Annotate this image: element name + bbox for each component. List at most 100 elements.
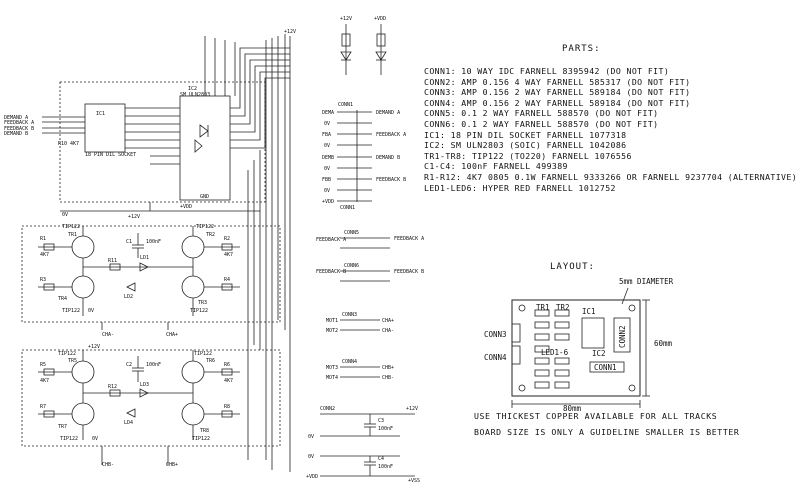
conn1-title: CONN1 xyxy=(338,102,353,108)
hba-tip3: TIP122 xyxy=(190,308,208,314)
hba-tip1: TIP122 xyxy=(62,224,80,230)
conn1-bottom: CONN1 xyxy=(340,205,355,211)
pwr-c3: C3 xyxy=(378,418,384,424)
parts-item: IC2: SM ULN2803 (SOIC) FARNELL 1042086 xyxy=(424,140,627,151)
input-feedback-b: FEEDBACK B xyxy=(4,126,34,132)
hba-r11: R11 xyxy=(108,258,117,264)
mot-a-conn: CONN3 xyxy=(342,312,357,318)
hbb-tr6: TR6 xyxy=(206,358,215,364)
layout-ic1: IC1 xyxy=(582,307,596,316)
parts-item: CONN2: AMP 0.156 4 WAY FARNELL 585317 (D… xyxy=(424,76,691,87)
pwr-right-3: 0V xyxy=(308,454,314,460)
hbb-chb-minus: CHB- xyxy=(102,462,114,468)
conn1-pin-9: +VDD xyxy=(322,199,334,205)
parts-item: CONN6: 0.1 2 WAY FARNELL 588570 (DO NOT … xyxy=(424,118,659,129)
hba-led2: LD2 xyxy=(124,294,133,300)
pwr-c4-val: 100nF xyxy=(378,464,393,470)
parts-item: R1-R12: 4K7 0805 0.1W FARNELL 9333266 OR… xyxy=(424,171,798,182)
hba-led1: LD1 xyxy=(140,255,149,261)
parts-item: LED1-LED6: HYPER RED FARNELL 1012752 xyxy=(424,182,616,193)
ic2-label: IC2 xyxy=(188,86,197,92)
parts-item: CONN4: AMP 0.156 2 WAY FARNELL 589184 (D… xyxy=(424,97,691,108)
fb-b-left: FEEDBACK B xyxy=(316,269,346,275)
hbb-r5: R5 xyxy=(40,362,46,368)
led-top-vdd: +VDD xyxy=(374,16,386,22)
hba-tr4: TR4 xyxy=(58,296,67,302)
layout-conn1: CONN1 xyxy=(594,363,617,372)
layout-note-copper: USE THICKEST COPPER AVAILABLE FOR ALL TR… xyxy=(474,411,718,421)
hba-cha-minus: CHA- xyxy=(102,332,114,338)
conn1-pin-7: FBB xyxy=(322,177,331,183)
parts-item: TR1-TR8: TIP122 (TO220) FARNELL 1076556 xyxy=(424,150,632,161)
hbb-tip8: TIP122 xyxy=(192,436,210,442)
input-demand-b: DEMAND B xyxy=(4,131,28,137)
mot-a-r1: CHA+ xyxy=(382,318,394,324)
hbb-tr7: TR7 xyxy=(58,424,67,430)
conn1-pin-1: DEMA xyxy=(322,110,334,116)
parts-item: CONN1: 10 WAY IDC FARNELL 8395942 (DO NO… xyxy=(424,66,670,76)
hbb-12v: +12V xyxy=(88,344,100,350)
hba-0v: 0V xyxy=(88,308,94,314)
conn1-right-5: DEMAND B xyxy=(376,155,400,161)
mot-b-conn: CONN4 xyxy=(342,359,357,365)
conn1-pin-4: 0V xyxy=(324,143,330,149)
hbb-c2-val: 100nF xyxy=(146,362,161,368)
hba-tr2: TR2 xyxy=(206,232,215,238)
ic1-label: IC1 xyxy=(96,111,105,117)
pwr-conn: CONN2 xyxy=(320,406,335,412)
layout-conn3: CONN3 xyxy=(484,330,507,339)
hbb-tip6: TIP122 xyxy=(194,351,212,357)
conn1-right-7: FEEDBACK B xyxy=(376,177,406,183)
hba-cha-plus: CHA+ xyxy=(166,332,178,338)
input-demand-a: DEMAND A xyxy=(4,115,28,121)
layout-tr1: TR1 xyxy=(536,303,550,312)
hbb-r7: R7 xyxy=(40,404,46,410)
hbb-r6: R6 xyxy=(224,362,230,368)
fb-a-right: FEEDBACK A xyxy=(394,236,424,242)
ic1-socket-label: 18 PIN DIL SOCKET xyxy=(85,152,136,158)
pwr-right-4: +VDD xyxy=(306,474,318,480)
layout-conn4: CONN4 xyxy=(484,353,507,362)
rail-12v-label: +12V xyxy=(284,29,296,35)
hba-r3: R3 xyxy=(40,277,46,283)
pwr-c4: C4 xyxy=(378,456,384,462)
input-feedback-a: FEEDBACK A xyxy=(4,120,34,126)
layout-ic2: IC2 xyxy=(592,349,606,358)
hba-tip2: TIP122 xyxy=(196,224,214,230)
mot-b-r2: CHB- xyxy=(382,375,394,381)
mot-b-l2: MOT4 xyxy=(326,375,338,381)
hba-r1: R1 xyxy=(40,236,46,242)
ic2-body xyxy=(179,95,231,201)
conn1-pin-5: DEMB xyxy=(322,155,334,161)
hbb-tr5: TR5 xyxy=(68,358,77,364)
parts-item: CONN5: 0.1 2 WAY FARNELL 588570 (DO NOT … xyxy=(424,108,659,119)
hbb-led2: LD4 xyxy=(124,420,133,426)
hba-r4: R4 xyxy=(224,277,230,283)
r9-label: R10 xyxy=(58,141,67,147)
ic2-part-label: SM ULN2803 xyxy=(180,92,210,98)
hbb-led1: LD3 xyxy=(140,382,149,388)
layout-title: LAYOUT: xyxy=(550,262,595,272)
hba-rv2: 4K7 xyxy=(224,252,233,258)
hbb-0v: 0V xyxy=(92,436,98,442)
parts-item: IC1: 18 PIN DIL SOCKET FARNELL 1077318 xyxy=(424,129,627,140)
mot-b-l1: MOT3 xyxy=(326,365,338,371)
hbb-c2: C2 xyxy=(126,362,132,368)
layout-tr2: TR2 xyxy=(556,303,570,312)
layout-width-label: 80mm xyxy=(563,404,582,413)
r9-value: 4K7 xyxy=(70,141,79,147)
fb-a-conn: CONN5 xyxy=(344,230,359,236)
hba-12v: +12V xyxy=(128,214,140,220)
layout-led: LED1-6 xyxy=(541,348,569,357)
layout-dia-label: 5mm DIAMETER xyxy=(619,277,674,286)
pwr-vss: +VSS xyxy=(408,478,420,484)
hba-c1-val: 100nF xyxy=(146,239,161,245)
pwr-c3-val: 100nF xyxy=(378,426,393,432)
fb-a-left: FEEDBACK A xyxy=(316,237,346,243)
ic-vdd-label: +VDD xyxy=(180,204,192,210)
ic-0v-label: 0V xyxy=(62,212,68,218)
mot-b-r1: CHB+ xyxy=(382,365,394,371)
hba-r2: R2 xyxy=(224,236,230,242)
hbb-r8: R8 xyxy=(224,404,230,410)
